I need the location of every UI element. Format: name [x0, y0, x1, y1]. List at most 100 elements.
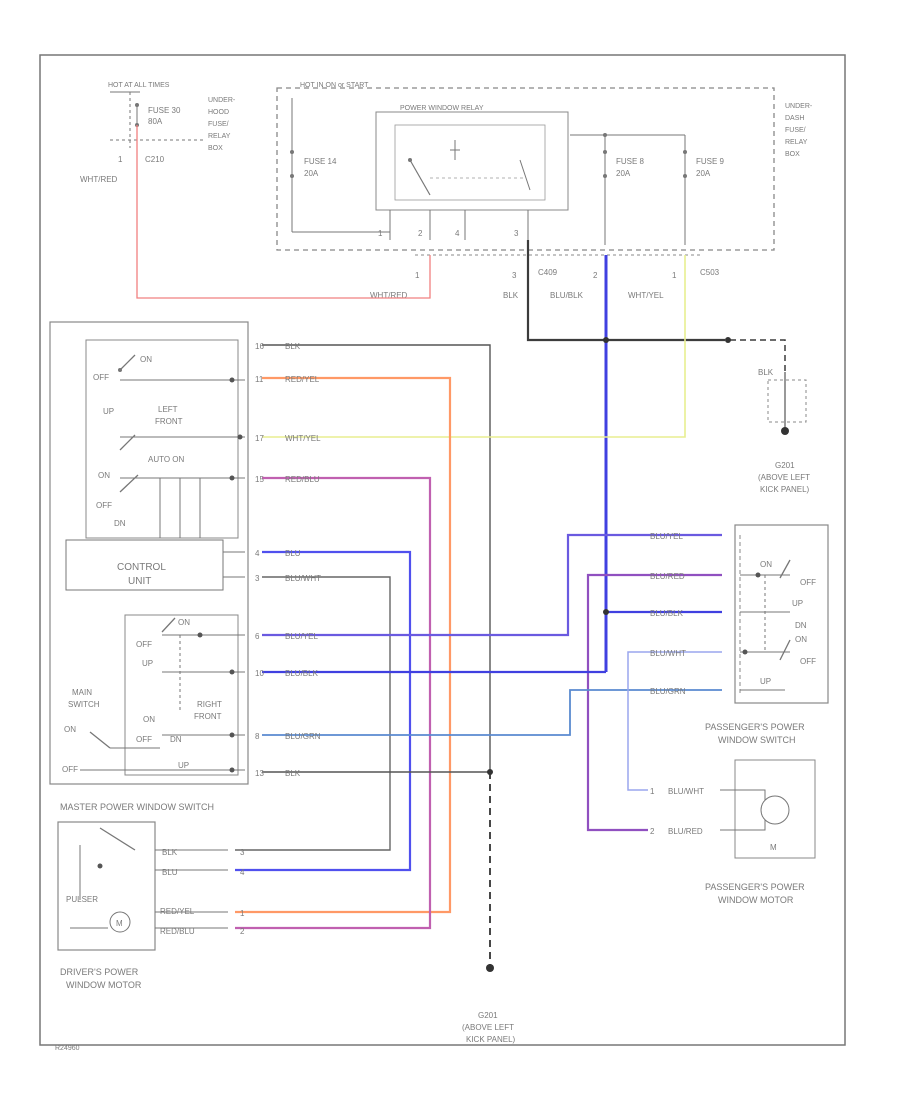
ground-bottom: G201 (ABOVE LEFT KICK PANEL) [462, 964, 516, 1044]
driver-pin-4: 4 [240, 868, 245, 877]
wire-blk-ground-dash [730, 339, 786, 372]
wire-red-blu [235, 476, 432, 930]
wire-blu-yel [262, 533, 722, 637]
driver-motor-icon [109, 911, 131, 933]
master-right-2: FRONT [194, 712, 222, 721]
blu-blk-wire-label: BLU/BLK [550, 291, 584, 300]
ground-bottom-loc-1: (ABOVE LEFT [462, 1023, 514, 1032]
underdash-box-line-2: DASH [785, 115, 804, 122]
driver-motor-caption-1: DRIVER'S POWER [60, 967, 139, 977]
driver-pin-2: 2 [240, 927, 245, 936]
master-pin-6: 6 [255, 632, 260, 641]
passenger-power-window-motor: BLU/WHT BLU/RED 1 2 M PASSENGER'S POWER … [650, 759, 816, 905]
master-on-main: ON [64, 725, 76, 734]
passenger-motor-wire-1: BLU/WHT [668, 787, 704, 796]
relay-pin-1: 1 [378, 229, 383, 238]
underdash-box-line-1: UNDER- [785, 103, 813, 110]
wire-wht-yel [262, 255, 686, 438]
fuse-9-amp: 20A [696, 169, 711, 178]
main-switch-label-1: MAIN [72, 688, 92, 697]
fuse-8-label: FUSE 8 [616, 157, 645, 166]
master-wire-13: BLK [285, 769, 301, 778]
master-wire-10: BLU/BLK [285, 669, 319, 678]
master-up-2: UP [142, 659, 153, 668]
passenger-off-2: OFF [800, 657, 816, 666]
passenger-up-2: UP [760, 677, 771, 686]
passenger-off-1: OFF [800, 578, 816, 587]
master-on-3: ON [178, 618, 190, 627]
master-off-3: OFF [136, 640, 152, 649]
wire-blu-wht-passenger [627, 651, 722, 791]
driver-power-window-motor: PULSER M BLK BLU RED/YEL RED/BLU 3 4 1 2… [57, 821, 245, 990]
master-on-2: ON [98, 471, 110, 480]
underdash-box-line-5: BOX [785, 151, 800, 158]
underhood-box-line-3: FUSE/ [208, 121, 229, 128]
fuse-30-label: FUSE 30 [148, 106, 181, 115]
fuse-14-amp: 20A [304, 169, 319, 178]
master-pin-3: 3 [255, 574, 260, 583]
c409-pin-2: 2 [593, 271, 598, 280]
c409-left-wire: WHT/RED [370, 291, 408, 300]
passenger-motor-icon [760, 795, 790, 825]
hot-in-on-label: HOT IN ON or START [300, 82, 369, 89]
master-on-4: ON [143, 715, 155, 724]
master-left-2: FRONT [155, 417, 183, 426]
c409-blk-wire: BLK [503, 291, 519, 300]
ground-bottom-icon [486, 964, 494, 972]
master-wire-16: BLK [285, 342, 301, 351]
underhood-box-line-2: HOOD [208, 109, 229, 116]
wire-blk-pin16 [262, 344, 491, 772]
control-unit [65, 539, 224, 591]
driver-pin-1: 1 [240, 909, 245, 918]
c409-left-pin: 1 [415, 271, 420, 280]
wht-yel-wire-label: WHT/YEL [628, 291, 664, 300]
master-left-1: LEFT [158, 405, 178, 414]
master-pin-10: 10 [255, 669, 264, 678]
ground-top-icon [781, 427, 789, 435]
master-up-3: UP [178, 761, 189, 770]
control-unit-label-2: UNIT [128, 576, 151, 587]
master-pin-4: 4 [255, 549, 260, 558]
underhood-fuse-box: HOT AT ALL TIMES FUSE 30 80A UNDER- HOOD… [80, 82, 236, 184]
master-off-2: OFF [96, 501, 112, 510]
master-right-1: RIGHT [197, 700, 222, 709]
passenger-motor-pin-1: 1 [650, 787, 655, 796]
ground-bottom-loc-2: KICK PANEL) [466, 1035, 516, 1044]
passenger-power-window-switch: BLU/YEL BLU/RED BLU/BLK BLU/WHT BLU/GRN … [650, 524, 829, 745]
hot-at-all-times-label: HOT AT ALL TIMES [108, 82, 170, 89]
footer-code: R24960 [55, 1045, 80, 1052]
ground-top-loc-2: KICK PANEL) [760, 485, 810, 494]
passenger-on-2: ON [795, 635, 807, 644]
passenger-wire-blu-wht: BLU/WHT [650, 649, 686, 658]
master-pin-labels: 16 BLK 11 RED/YEL 17 WHT/YEL 15 RED/BLU … [255, 342, 321, 778]
c409-pin-3: 3 [512, 271, 517, 280]
master-pin-8: 8 [255, 732, 260, 741]
passenger-wire-blu-blk: BLU/BLK [650, 609, 684, 618]
master-off-5: OFF [62, 765, 78, 774]
passenger-on-1: ON [760, 560, 772, 569]
passenger-motor-wire-2: BLU/RED [668, 827, 703, 836]
ground-top-loc-1: (ABOVE LEFT [758, 473, 810, 482]
driver-wire-blu: BLU [162, 868, 178, 877]
relay-pin-2: 2 [418, 229, 423, 238]
c409-label: C409 [538, 268, 558, 277]
passenger-motor-caption-2: WINDOW MOTOR [718, 895, 794, 905]
master-wire-17: WHT/YEL [285, 434, 321, 443]
wires [136, 125, 786, 965]
master-wire-11: RED/YEL [285, 375, 320, 384]
ground-bottom-name: G201 [478, 1011, 498, 1020]
passenger-motor-letter: M [770, 843, 777, 852]
fuse-8-amp: 20A [616, 169, 631, 178]
master-wire-3: BLU/WHT [285, 574, 321, 583]
fuse-14-label: FUSE 14 [304, 157, 337, 166]
c503-pin-1: 1 [672, 271, 677, 280]
fuse-30-amp: 80A [148, 117, 163, 126]
master-switch-caption: MASTER POWER WINDOW SWITCH [60, 802, 214, 812]
wire-blu-grn [262, 689, 722, 736]
wire-red-yel [235, 376, 452, 914]
diagram-frame [39, 54, 846, 1046]
master-auto-on: AUTO ON [148, 455, 185, 464]
power-window-relay [375, 111, 569, 211]
master-dn-2: DN [170, 735, 182, 744]
